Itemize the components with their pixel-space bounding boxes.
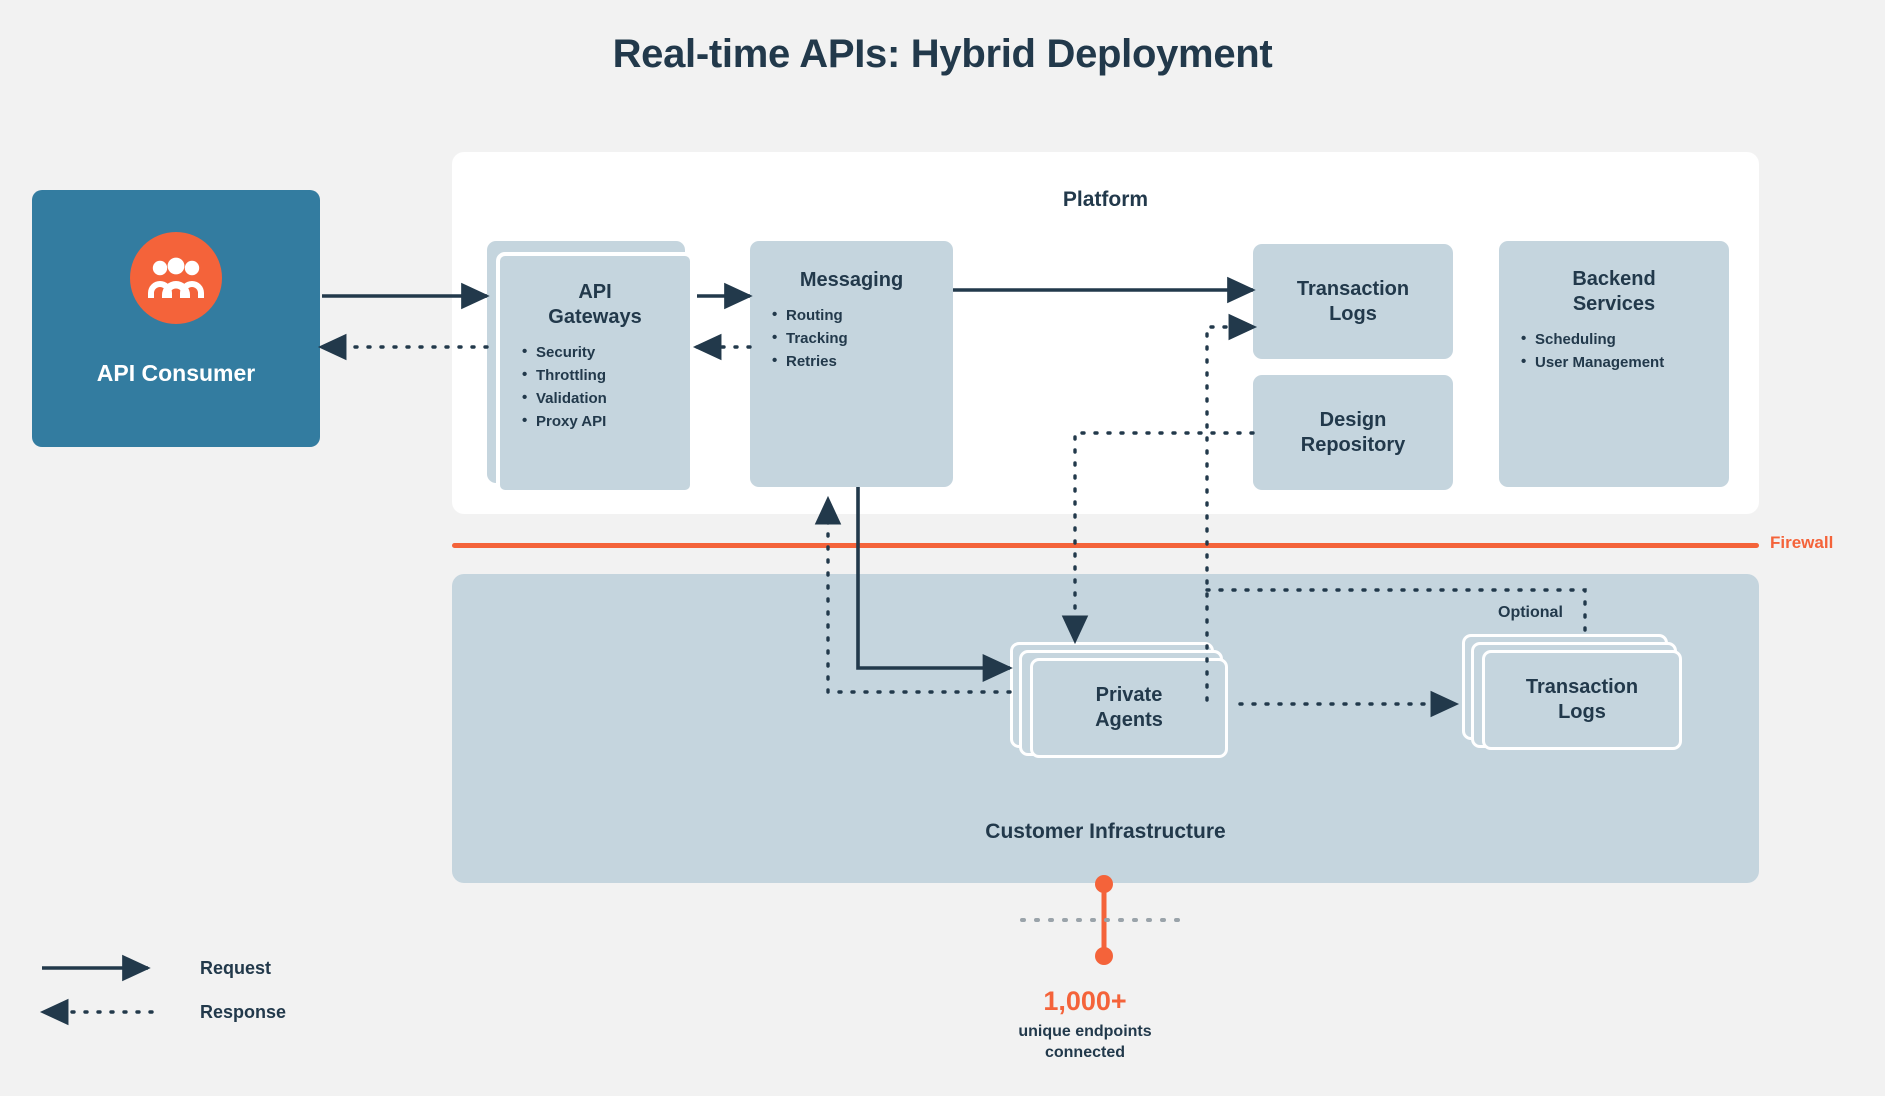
customer-infrastructure-zone-label: Customer Infrastructure [985, 820, 1226, 843]
legend-response-label: Response [200, 1002, 287, 1022]
customer-transaction-logs-card[interactable]: Transaction Logs [1482, 650, 1682, 750]
design-repository-title-line1: Design [1319, 408, 1387, 431]
page-title: Real-time APIs: Hybrid Deployment [612, 32, 1273, 76]
customer-transaction-logs-title-line2: Logs [1558, 701, 1606, 723]
api-consumer-card[interactable]: API Consumer [32, 190, 320, 447]
platform-zone-label: Platform [1062, 188, 1149, 211]
backend-services-title-line1: Backend [1572, 268, 1656, 290]
endpoint-caption-line2: connected [1044, 1043, 1125, 1061]
api-consumer-label: API Consumer [96, 360, 256, 386]
people-group-icon [130, 232, 222, 324]
endpoint-count-caption: unique endpoints connected [960, 1022, 1210, 1064]
list-item: Scheduling [1521, 330, 1729, 348]
private-agents-title-line2: Agents [1095, 709, 1163, 731]
customer-transaction-logs-title: Transaction Logs [1526, 675, 1638, 725]
design-repository-card[interactable]: Design Repository [1253, 375, 1453, 490]
firewall-divider-line [452, 543, 1759, 548]
list-item: Routing [772, 306, 953, 324]
list-item: Tracking [772, 329, 953, 347]
endpoint-caption-line1: unique endpoints [1018, 1023, 1152, 1040]
backend-services-title-line2: Services [1572, 293, 1656, 315]
transaction-logs-platform-title-line1: Transaction [1296, 277, 1410, 300]
api-gateways-card[interactable]: API Gateways Security Throttling Validat… [496, 252, 694, 494]
design-repository-title: Design Repository [1301, 408, 1405, 458]
backend-services-title: Backend Services [1499, 267, 1729, 317]
design-repository-title-line2: Repository [1300, 433, 1406, 456]
list-item: User Management [1521, 353, 1729, 371]
transaction-logs-platform-card[interactable]: Transaction Logs [1253, 244, 1453, 359]
customer-transaction-logs-title-line1: Transaction [1525, 676, 1639, 698]
firewall-label: Firewall [1770, 533, 1834, 552]
backend-services-card[interactable]: Backend Services Scheduling User Managem… [1499, 241, 1729, 487]
list-item: Proxy API [522, 412, 690, 430]
endpoint-count-value: 1,000+ [1043, 986, 1127, 1016]
backend-services-feature-list: Scheduling User Management [1499, 330, 1729, 371]
messaging-feature-list: Routing Tracking Retries [750, 306, 953, 370]
api-gateways-title: API Gateways [500, 280, 690, 330]
list-item: Retries [772, 352, 953, 370]
legend-request-label: Request [200, 958, 272, 978]
private-agents-title: Private Agents [1095, 683, 1163, 733]
transaction-logs-platform-title: Transaction Logs [1297, 277, 1409, 327]
api-gateways-feature-list: Security Throttling Validation Proxy API [500, 343, 690, 430]
transaction-logs-platform-title-line2: Logs [1329, 302, 1377, 325]
private-agents-title-line1: Private [1095, 684, 1163, 706]
messaging-card[interactable]: Messaging Routing Tracking Retries [750, 241, 953, 487]
api-gateways-title-line1: API [578, 281, 612, 303]
optional-badge: Optional [1498, 604, 1563, 621]
messaging-title: Messaging [799, 269, 904, 291]
private-agents-card[interactable]: Private Agents [1030, 658, 1228, 758]
list-item: Validation [522, 389, 690, 407]
api-gateways-title-line2: Gateways [548, 306, 642, 328]
list-item: Throttling [522, 366, 690, 384]
list-item: Security [522, 343, 690, 361]
endpoint-connector-dot-bottom [1095, 947, 1113, 965]
